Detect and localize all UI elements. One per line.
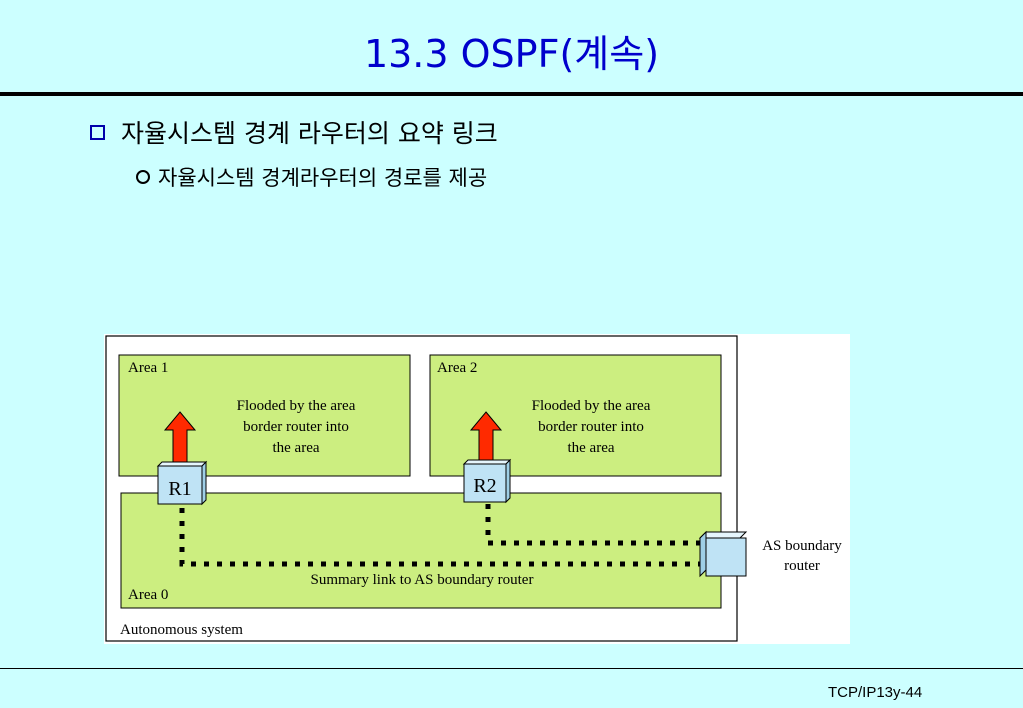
bullet-text-1: 자율시스템 경계 라우터의 요약 링크 xyxy=(121,119,498,148)
area-1-flood-line-1: Flooded by the area xyxy=(237,398,356,414)
summary-link-path-r1 xyxy=(179,508,702,567)
router-r1-side-face xyxy=(201,460,207,506)
asbr-label-line-2: router xyxy=(784,558,820,574)
area-1-flood-line-2: border router into xyxy=(243,419,349,435)
diagram-canvas: Autonomous system Area 1 Flooded by the … xyxy=(104,334,850,644)
autonomous-system-boundary xyxy=(105,335,738,642)
area-1-box xyxy=(118,354,411,477)
asbr-front-face xyxy=(705,537,747,577)
router-r1-label: R1 xyxy=(168,478,191,500)
summary-link-path-r2 xyxy=(485,504,702,546)
asbr-top-face xyxy=(698,531,748,539)
router-r2-front-face xyxy=(463,463,507,503)
area-2-flood-line-1: Flooded by the area xyxy=(532,398,651,414)
router-r2-top-face xyxy=(462,459,512,465)
bullet-text-2: 자율시스템 경계라우터의 경로를 제공 xyxy=(158,166,488,190)
as-boundary-router xyxy=(698,530,748,578)
slide-footer: TCP/IP13y-44 xyxy=(828,684,923,701)
area-2-label: Area 2 xyxy=(437,360,477,376)
area-0-label: Area 0 xyxy=(128,587,168,603)
area-1-flood-line-3: the area xyxy=(272,440,319,456)
router-r1-top-face xyxy=(156,461,208,467)
area-1-label: Area 1 xyxy=(128,360,168,376)
circle-bullet-icon xyxy=(136,170,150,184)
router-r1: R1 xyxy=(156,460,208,506)
as-summary-link-diagram: Autonomous system Area 1 Flooded by the … xyxy=(104,334,850,644)
asbr-label-line-1: AS boundary xyxy=(762,538,842,554)
autonomous-system-label: Autonomous system xyxy=(120,622,243,638)
area-2-flood-line-2: border router into xyxy=(538,419,644,435)
square-bullet-icon xyxy=(90,124,105,140)
router-r1-front-face xyxy=(157,465,203,505)
bullet-level-1: 자율시스템 경계 라우터의 요약 링크 xyxy=(90,118,498,150)
bullet-level-2: 자율시스템 경계라우터의 경로를 제공 xyxy=(136,164,487,192)
summary-link-label: Summary link to AS boundary router xyxy=(311,572,534,588)
router-r2: R2 xyxy=(462,458,512,504)
router-r2-label: R2 xyxy=(473,475,496,497)
area-2-flood-line-3: the area xyxy=(567,440,614,456)
footer-divider xyxy=(0,668,1023,669)
slide-title: 13.3 OSPF(계속) xyxy=(363,32,660,76)
title-divider xyxy=(0,92,1023,96)
router-r2-side-face xyxy=(505,458,511,504)
area-0-box xyxy=(120,492,722,609)
asbr-side-face xyxy=(699,530,707,578)
